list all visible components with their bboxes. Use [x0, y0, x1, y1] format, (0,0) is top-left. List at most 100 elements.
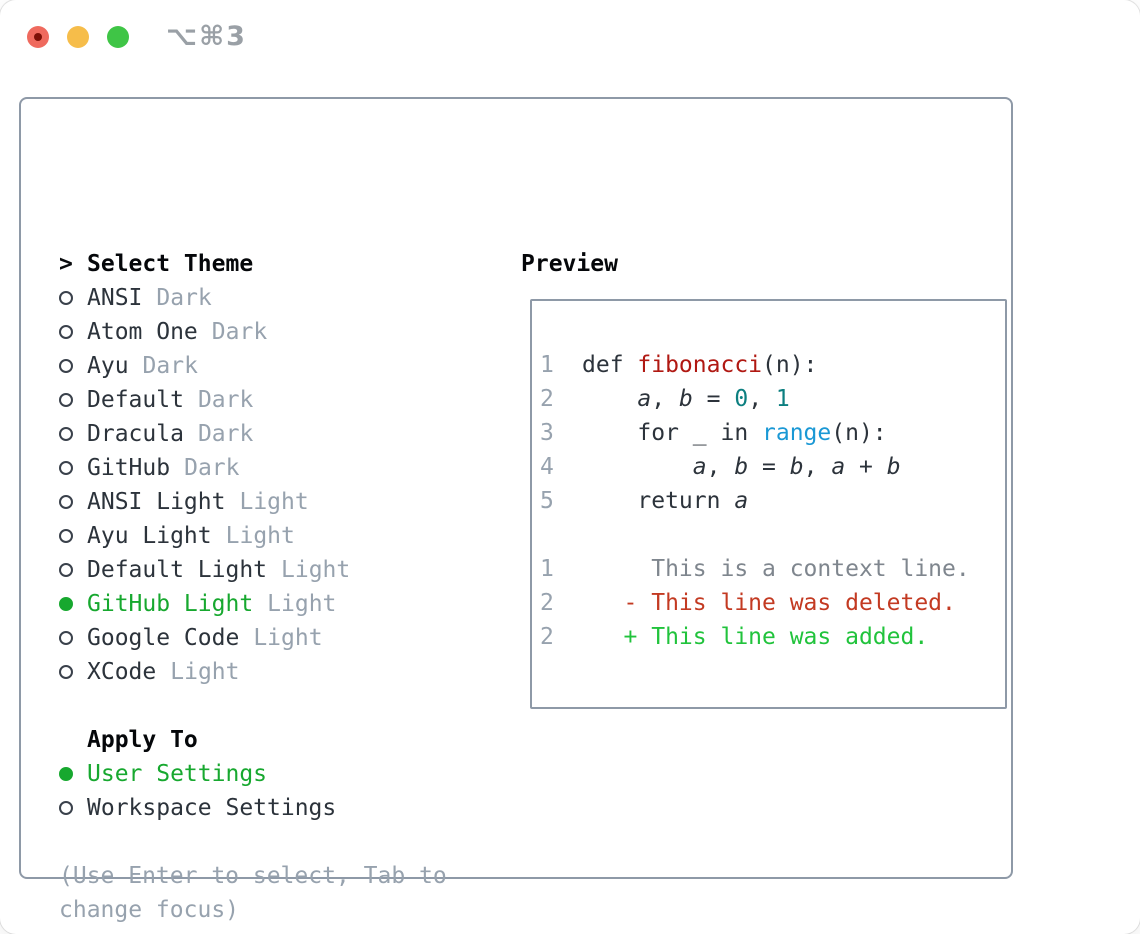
token-plain: for _ in [582, 420, 763, 446]
radio-unselected-icon [59, 495, 87, 509]
token-variable: a [734, 488, 749, 514]
radio-unselected-icon [59, 393, 87, 407]
token-plain [582, 386, 637, 412]
theme-variant-label: Dark [211, 319, 268, 345]
token-plain: (n): [831, 420, 887, 446]
token-plain: , [706, 454, 735, 480]
apply-option-user-settings[interactable]: User Settings [59, 757, 499, 791]
token-keyword: def [582, 352, 638, 378]
line-number: 3 [540, 420, 554, 446]
theme-option-label: Default [87, 387, 184, 413]
radio-unselected-icon [59, 529, 87, 543]
radio-unselected-icon [59, 563, 87, 577]
select-theme-title: Select Theme [87, 251, 254, 277]
code-text: for _ in range(n): [582, 420, 887, 446]
focus-prompt-icon: > [59, 251, 73, 277]
code-text: return a [582, 488, 748, 514]
theme-option-ansi-light[interactable]: ANSI Light Light [59, 485, 499, 519]
radio-unselected-icon [59, 631, 87, 645]
theme-option-label: ANSI [87, 285, 143, 311]
line-number: 1 [540, 556, 554, 582]
theme-option-github[interactable]: GitHub Dark [59, 451, 499, 485]
line-number: 4 [540, 454, 554, 480]
token-plain: , [803, 454, 832, 480]
select-theme-header: > Select Theme [59, 247, 499, 281]
radio-unselected-icon [59, 461, 87, 475]
theme-variant-label: Light [253, 625, 323, 651]
code-text: + This line was added. [582, 624, 929, 650]
theme-option-label: Ayu Light [87, 523, 212, 549]
theme-variant-label: Light [170, 659, 240, 685]
token-variable: a [637, 386, 652, 412]
theme-option-ayu-light[interactable]: Ayu Light Light [59, 519, 499, 553]
radio-unselected-icon [59, 359, 87, 373]
theme-option-label: ANSI Light [87, 489, 226, 515]
radio-unselected-icon [59, 427, 87, 441]
token-plain: + [845, 454, 887, 480]
token-plain: = [692, 386, 735, 412]
code-line [540, 518, 997, 552]
radio-selected-icon [59, 767, 87, 781]
theme-variant-label: Light [239, 489, 309, 515]
minimize-button[interactable] [67, 26, 89, 48]
apply-option-label: User Settings [87, 761, 268, 787]
token-variable: a [692, 454, 707, 480]
token-variable: b [789, 454, 804, 480]
token-variable: b [886, 454, 901, 480]
token-variable: a [831, 454, 846, 480]
keyboard-hint: (Use Enter to select, Tab to change focu… [59, 863, 447, 923]
code-line: 2 a, b = 0, 1 [540, 382, 997, 416]
radio-circle [59, 801, 73, 815]
theme-variant-label: Light [267, 591, 337, 617]
radio-circle [59, 665, 73, 679]
theme-option-label: Google Code [87, 625, 240, 651]
theme-option-google-code[interactable]: Google Code Light [59, 621, 499, 655]
theme-option-ansi[interactable]: ANSI Dark [59, 281, 499, 315]
code-text: - This line was deleted. [582, 590, 956, 616]
theme-option-atom-one[interactable]: Atom One Dark [59, 315, 499, 349]
theme-option-label: Ayu [87, 353, 129, 379]
theme-option-default[interactable]: Default Dark [59, 383, 499, 417]
close-dot-icon [34, 33, 42, 41]
token-variable: b [734, 454, 749, 480]
zoom-button[interactable] [107, 26, 129, 48]
apply-option-workspace-settings[interactable]: Workspace Settings [59, 791, 499, 825]
token-added: + This line was added. [582, 624, 929, 650]
apply-to-header: Apply To [59, 723, 499, 757]
code-text: This is a context line. [582, 556, 970, 582]
code-text: a, b = 0, 1 [582, 386, 789, 412]
theme-option-label: XCode [87, 659, 157, 685]
theme-option-xcode[interactable]: XCode Light [59, 655, 499, 689]
token-plain: (n): [762, 352, 818, 378]
theme-variant-label: Light [225, 523, 295, 549]
theme-option-label: Atom One [87, 319, 198, 345]
theme-variant-label: Dark [184, 455, 240, 481]
theme-variant-label: Dark [197, 387, 254, 413]
window-shortcut-label: ⌥⌘3 [166, 21, 247, 52]
close-button[interactable] [27, 26, 49, 48]
token-variable: b [678, 386, 693, 412]
radio-unselected-icon [59, 665, 87, 679]
preview-title: Preview [521, 251, 618, 277]
token-number: 0 [734, 386, 749, 412]
radio-circle [59, 359, 73, 373]
line-number: 5 [540, 488, 554, 514]
token-plain: = [748, 454, 790, 480]
apply-option-label: Workspace Settings [87, 795, 337, 821]
token-deleted: - This line was deleted. [582, 590, 956, 616]
radio-circle [59, 291, 73, 305]
theme-option-label: GitHub [87, 455, 171, 481]
theme-variant-label: Dark [197, 421, 254, 447]
code-text: def fibonacci(n): [582, 352, 817, 378]
theme-variant-label: Dark [156, 285, 212, 311]
radio-unselected-icon [59, 325, 87, 339]
radio-unselected-icon [59, 801, 87, 815]
